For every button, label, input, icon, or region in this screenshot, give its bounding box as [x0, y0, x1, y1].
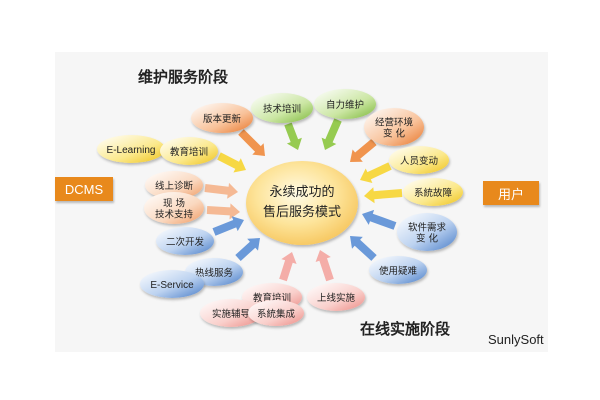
- node-label: 使用疑难: [379, 265, 418, 277]
- node-label: 线上诊断: [155, 180, 194, 192]
- node-bubble: [144, 192, 204, 224]
- node-label: 现 场: [163, 199, 185, 210]
- node-bubble: [160, 137, 218, 165]
- arrow-secondary-dev: [212, 216, 244, 236]
- node-bubble: [389, 146, 449, 174]
- arrow-system-failure: [364, 187, 403, 204]
- node-bubble: [140, 270, 204, 298]
- arrow-tech-training: [284, 122, 302, 150]
- node-label: 热线服务: [195, 267, 234, 279]
- node-label: 技术培训: [263, 103, 301, 115]
- node-label: E-Learning: [107, 145, 156, 156]
- node-label: 软件需求: [408, 222, 447, 234]
- arrow-onsite-support: [206, 203, 240, 220]
- node-label: 版本更新: [203, 113, 242, 125]
- arrow-software-req-change: [362, 209, 397, 230]
- online-stage-label: 在线实施阶段: [360, 320, 451, 338]
- node-label: 变 化: [383, 128, 406, 140]
- node-label: 系統故障: [414, 187, 453, 199]
- node-education-training-top: 教育培训: [160, 137, 218, 165]
- node-bubble: [97, 135, 165, 163]
- node-bubble: [307, 283, 365, 311]
- center-title-line-2: 售后服务模式: [263, 204, 341, 220]
- node-usage-questions: 使用疑难: [369, 256, 427, 284]
- center-title-line-1: 永续成功的: [269, 184, 334, 200]
- arrow-go-live: [315, 250, 334, 282]
- node-bubble: [251, 93, 313, 123]
- node-bubble: [145, 171, 203, 199]
- node-system-integration: 系統集成: [248, 300, 304, 326]
- node-label: 技术支持: [155, 209, 194, 221]
- node-label: 经营环境: [375, 117, 414, 129]
- node-bubble: [314, 89, 376, 119]
- arrow-usage-questions: [350, 236, 377, 261]
- dcms-box: DCMS: [55, 177, 113, 201]
- node-tech-training: 技术培训: [251, 93, 313, 123]
- node-label: 二次开发: [166, 236, 205, 248]
- node-label: 系統集成: [257, 308, 296, 320]
- node-label: E-Service: [150, 280, 194, 291]
- node-self-maintenance: 自力维护: [314, 89, 376, 119]
- arrow-education-training-top: [217, 152, 246, 173]
- node-bubble: [200, 299, 262, 327]
- node-bubble: [191, 103, 253, 133]
- arrow-personnel-change: [360, 162, 392, 183]
- node-bubble: [403, 178, 463, 206]
- node-bubble: [364, 108, 424, 146]
- center-hub: 永续成功的 售后服务模式: [246, 161, 358, 245]
- node-online-diagnosis: 线上诊断: [145, 171, 203, 199]
- node-version-update: 版本更新: [191, 103, 253, 133]
- node-implementation-guidance: 实施辅导: [200, 299, 262, 327]
- node-label: 教育培训: [170, 146, 208, 158]
- node-label: 实施辅导: [212, 308, 250, 320]
- node-label: 自力维护: [326, 99, 364, 111]
- node-label: 人员变动: [400, 155, 438, 167]
- node-label: 变 化: [416, 233, 439, 245]
- node-bubble: [156, 227, 214, 255]
- center-ellipse: [246, 161, 358, 245]
- arrow-version-update: [238, 129, 265, 156]
- arrow-self-maintenance: [321, 118, 342, 150]
- node-go-live: 上线实施: [307, 283, 365, 311]
- node-secondary-dev: 二次开发: [156, 227, 214, 255]
- node-bubble: [248, 300, 304, 326]
- maintenance-stage-label: 维护服务阶段: [138, 68, 229, 86]
- node-e-service: E-Service: [140, 270, 204, 298]
- node-bubble: [397, 213, 457, 251]
- node-personnel-change: 人员变动: [389, 146, 449, 174]
- arrow-education-training-bottom: [279, 252, 297, 282]
- arrow-online-diagnosis: [204, 182, 238, 199]
- arrow-business-env-change: [350, 138, 377, 162]
- user-box: 用户: [483, 181, 539, 205]
- arrows-layer: [204, 118, 403, 282]
- node-system-failure: 系統故障: [403, 178, 463, 206]
- arrow-hotline-service: [235, 238, 260, 261]
- node-bubble: [369, 256, 427, 284]
- node-label: 上线实施: [317, 292, 356, 304]
- brand-label: SunlySoft: [488, 332, 544, 347]
- node-e-learning: E-Learning: [97, 135, 165, 163]
